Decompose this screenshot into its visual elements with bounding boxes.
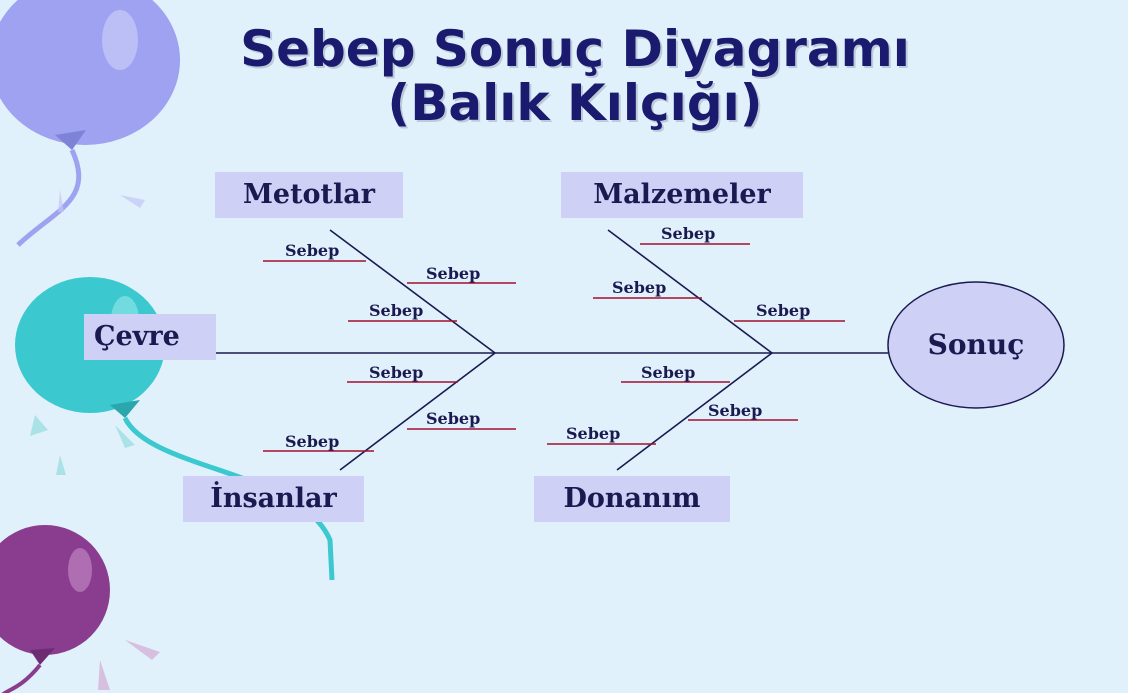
blue-balloon-icon [0,0,180,247]
bone-malzemeler [607,229,773,354]
effect-circle [887,281,1065,409]
category-cevre: Çevre [84,314,216,360]
bone-donanim [616,352,773,471]
cause-label: Sebep [566,424,621,443]
cause-underlines [263,243,845,452]
cause-label: Sebep [708,401,763,420]
bone-metotlar [329,229,496,354]
cause-label: Sebep [661,224,716,243]
title-line-1: Sebep Sonuç Diyagramı [240,20,910,78]
category-metotlar: Metotlar [215,172,403,218]
cause-label: Sebep [369,301,424,320]
cause-label: Sebep [426,264,481,283]
cause-label: Sebep [285,432,340,451]
page-title: Sebep Sonuç Diyagramı (Balık Kılçığı) [150,22,1000,130]
effect-label: Sonuç [927,328,1025,361]
cause-label: Sebep [285,241,340,260]
title-line-2: (Balık Kılçığı) [387,74,763,132]
cause-label: Sebep [426,409,481,428]
cause-label: Sebep [641,363,696,382]
cause-label: Sebep [369,363,424,382]
category-malzemeler: Malzemeler [561,172,803,218]
cause-label: Sebep [756,301,811,320]
cause-label: Sebep [612,278,667,297]
category-insanlar: İnsanlar [183,476,364,522]
category-donanim: Donanım [534,476,730,522]
frame-edge [0,693,1134,697]
frame-edge [1128,0,1134,697]
